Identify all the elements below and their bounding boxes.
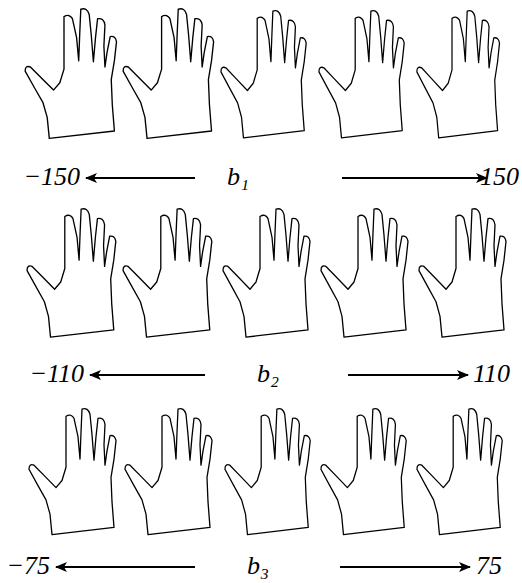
parameter-label: b₂ [257, 361, 279, 387]
direction-arrow [86, 177, 195, 179]
hand-outline [225, 409, 310, 535]
hand-outline [123, 209, 212, 337]
hand-outline [321, 209, 408, 337]
parameter-label: b₁ [227, 164, 249, 190]
direction-arrow [340, 566, 470, 568]
direction-arrow [56, 566, 195, 568]
axis-value: 150 [480, 164, 519, 190]
axis-value: 110 [473, 361, 510, 387]
axis-value: −110 [29, 361, 84, 387]
hand-outline [27, 209, 116, 337]
hand-outline [319, 11, 404, 138]
direction-arrow [342, 177, 487, 179]
hand-outline [125, 409, 212, 535]
hand-outline [223, 209, 310, 337]
direction-arrow [90, 374, 205, 376]
parameter-label: b₃ [247, 553, 269, 579]
hand-outline [419, 209, 506, 337]
hand-outline [25, 9, 116, 139]
axis-value: −150 [23, 164, 80, 190]
hand-outline [221, 11, 306, 138]
hand-outline [29, 409, 116, 535]
direction-arrow [348, 374, 468, 376]
hand-outline [321, 409, 406, 535]
axis-value: −75 [6, 553, 50, 579]
axis-value: 75 [476, 553, 502, 579]
hand-outline [417, 11, 500, 138]
hand-outline [417, 409, 502, 535]
hand-outline [123, 9, 213, 139]
